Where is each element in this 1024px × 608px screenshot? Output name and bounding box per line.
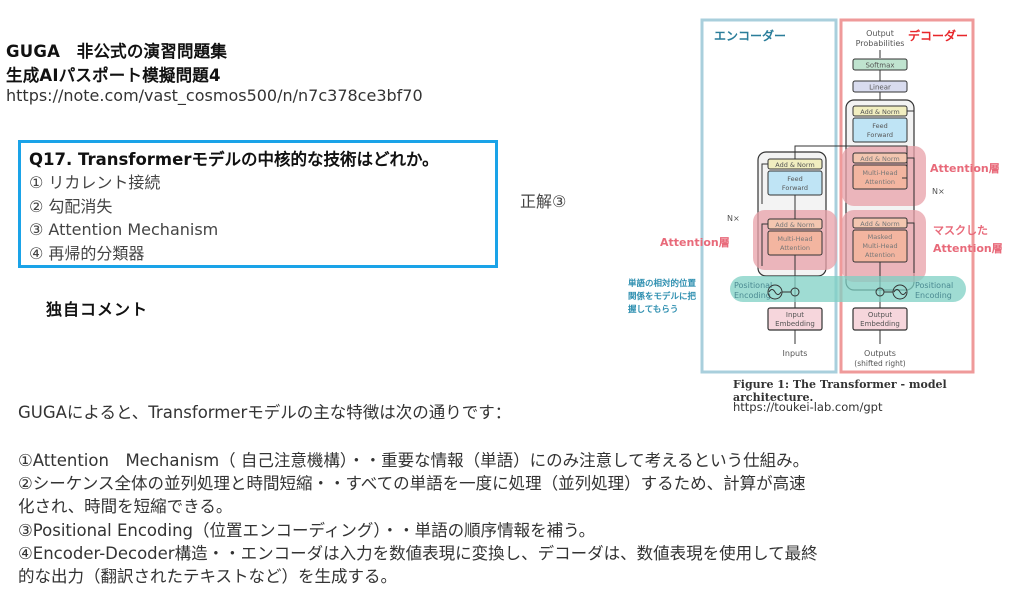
encoder-add-norm-2-label: Add & Norm	[775, 161, 815, 169]
option-3: ③ Attention Mechanism	[29, 220, 219, 239]
input-embedding-label1: Input	[786, 311, 804, 319]
encoder-pe-label2: Encoding	[734, 291, 771, 300]
figure-caption: Figure 1: The Transformer - model archit…	[733, 378, 947, 404]
comment-line-4: ③Positional Encoding（位置エンコーディング）・・単語の順序情…	[18, 521, 596, 540]
comment-heading: 独自コメント	[46, 300, 149, 319]
masked-attention-annotation-line1: マスクした	[933, 224, 988, 237]
decoder-feed-forward	[852, 117, 908, 143]
decoder-add-norm-1-label: Add & Norm	[860, 220, 900, 228]
question-text: Q17. Transformerモデルの中核的な技術はどれか。	[29, 150, 439, 169]
page-title-line2: 生成AIパスポート模擬問題4	[6, 66, 221, 85]
masked-attention-annotation-line2: Attention層	[933, 242, 1003, 255]
comment-intro: GUGAによると、Transformerモデルの主な特徴は次の通りです：	[18, 403, 512, 422]
decoder-mmha-label3: Attention	[865, 251, 895, 259]
encoder-pe-label1: Positional	[734, 281, 772, 290]
output-embedding-label1: Output	[868, 311, 893, 319]
input-embedding-label2: Embedding	[775, 320, 815, 328]
comment-line-6: 的な出力（翻訳されたテキストなど）を生成する。	[18, 567, 398, 586]
decoder-ff-label2: Forward	[867, 131, 893, 139]
decoder-ff-label1: Feed	[872, 122, 888, 130]
encoder-add-norm-1-label: Add & Norm	[775, 221, 815, 229]
decoder-pe-label1: Positional	[915, 281, 953, 290]
encoder-mha-label2: Attention	[780, 244, 810, 252]
question-box: Q17. Transformerモデルの中核的な技術はどれか。 ① リカレント接…	[18, 140, 498, 268]
figure-credit-url[interactable]: https://toukei-lab.com/gpt	[733, 400, 883, 414]
decoder-mmha-label1: Masked	[868, 233, 893, 241]
decoder-pe-label2: Encoding	[915, 291, 952, 300]
comment-line-1: ①Attention Mechanism（ 自己注意機構）・・重要な情報（単語）…	[18, 451, 810, 470]
output-probabilities-line2: Probabilities	[856, 39, 905, 48]
transformer-diagram: エンコーダー デコーダー Output Probabilities Softma…	[628, 18, 1003, 374]
encoder-frame	[700, 18, 838, 374]
comment-line-5: ④Encoder-Decoder構造・・エンコーダは入力を数値表現に変換し、デコ…	[18, 544, 818, 563]
decoder-nx-label: N×	[932, 187, 945, 196]
decoder-label: デコーダー	[908, 28, 968, 43]
inputs-label: Inputs	[783, 349, 808, 358]
softmax-label: Softmax	[865, 62, 894, 70]
positional-note-line3: 握してもらう	[628, 304, 678, 315]
positional-note-line1: 単語の相対的位置	[628, 278, 697, 289]
decoder-add-norm-3-label: Add & Norm	[860, 108, 900, 116]
option-4: ④ 再帰的分類器	[29, 243, 145, 263]
encoder-nx-label: N×	[727, 214, 740, 223]
decoder-add-icon	[875, 287, 885, 297]
source-url[interactable]: https://note.com/vast_cosmos500/n/n7c378…	[6, 86, 423, 105]
encoder-attention-annotation: Attention層	[660, 236, 730, 249]
positional-encoding-band	[730, 276, 966, 302]
decoder-mha-label2: Attention	[865, 178, 895, 186]
encoder-mha-label1: Multi-Head	[777, 235, 812, 243]
positional-note-line2: 関係をモデルに把	[628, 291, 697, 302]
output-embedding-label2: Embedding	[860, 320, 900, 328]
decoder-add-norm-2-label: Add & Norm	[860, 155, 900, 163]
linear-label: Linear	[869, 84, 891, 92]
option-2: ② 勾配消失	[29, 196, 113, 216]
output-probabilities-line1: Output	[866, 29, 894, 38]
comment-line-3: 化され、時間を短縮できる。	[18, 497, 233, 516]
encoder-ff-label1: Feed	[787, 175, 803, 183]
decoder-mha-label1: Multi-Head	[862, 169, 897, 177]
page-title-line1: GUGA 非公式の演習問題集	[6, 42, 228, 61]
encoder-add-icon	[790, 287, 800, 297]
decoder-frame	[839, 18, 975, 374]
answer-label: 正解③	[520, 192, 567, 211]
encoder-ff-label2: Forward	[782, 184, 808, 192]
decoder-attention-annotation: Attention層	[930, 162, 1000, 175]
encoder-label: エンコーダー	[714, 28, 786, 43]
outputs-label: Outputs	[864, 349, 896, 358]
comment-line-2: ②シーケンス全体の並列処理と時間短縮・・すべての単語を一度に処理（並列処理）する…	[18, 474, 806, 493]
outputs-shifted-label: (shifted right)	[854, 359, 906, 368]
option-1: ① リカレント接続	[29, 173, 161, 192]
decoder-mmha-label2: Multi-Head	[862, 242, 897, 250]
